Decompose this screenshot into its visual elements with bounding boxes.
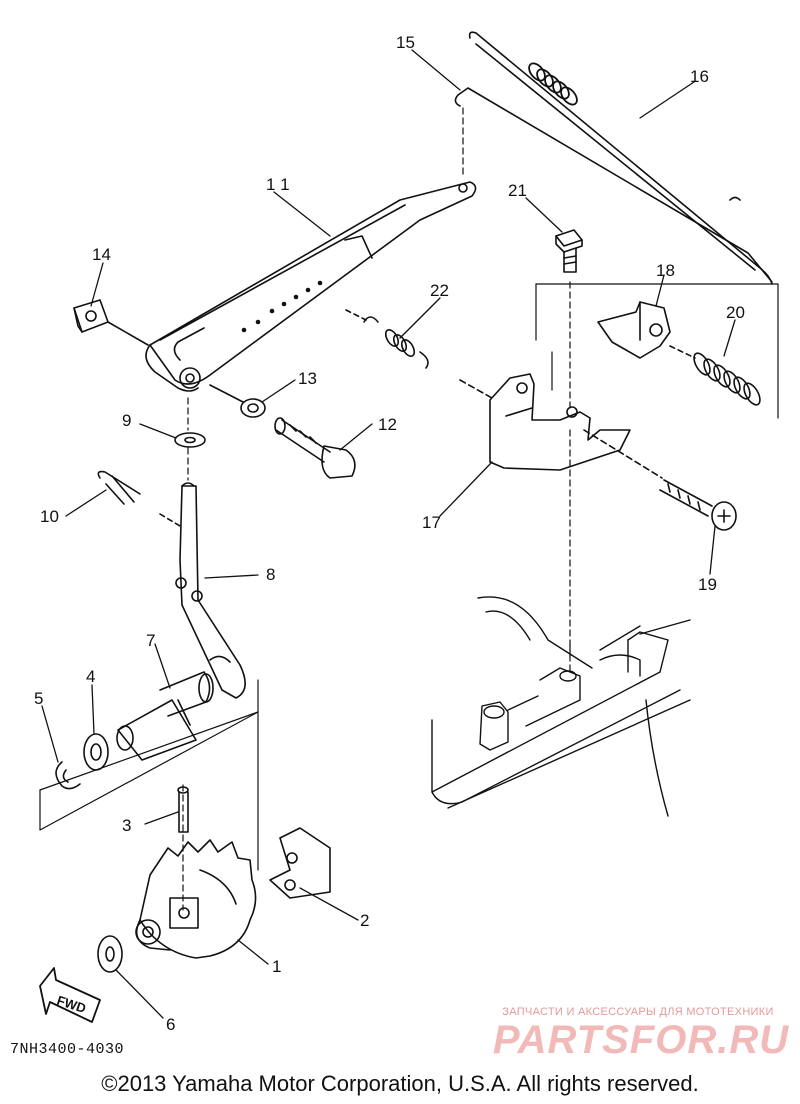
- leader-lines: [41, 49, 736, 1019]
- callout-19: 19: [698, 575, 717, 594]
- callout-9: 9: [122, 411, 132, 430]
- part-12-bolt: [274, 417, 356, 479]
- callout-14: 14: [92, 245, 111, 264]
- callout-12: 12: [378, 415, 397, 434]
- part-1-gear-cam: [135, 839, 257, 959]
- callout-8: 8: [266, 565, 276, 584]
- part-9-washer: [174, 432, 206, 448]
- part-16-rod-spring: [468, 31, 773, 285]
- part-7-shaft: [116, 671, 214, 761]
- part-20-spring: [669, 345, 761, 406]
- part-10-clip: [97, 470, 181, 527]
- callout-6: 6: [166, 1015, 176, 1034]
- callout-7: 7: [146, 631, 156, 650]
- callout-4: 4: [86, 667, 96, 686]
- part-18-bracket: [597, 301, 671, 359]
- part-15-link-rod: [454, 87, 773, 283]
- callout-16: 16: [690, 67, 709, 86]
- callout-3: 3: [122, 816, 132, 835]
- fwd-arrow-icon: [39, 967, 101, 1023]
- part-13-washer: [209, 384, 266, 418]
- callout-10: 10: [40, 507, 59, 526]
- callout-15: 15: [396, 33, 415, 52]
- part-21-bolt: [555, 229, 583, 273]
- part-19-screw: [583, 429, 737, 531]
- part-22-spring: [345, 309, 429, 369]
- callout-5: 5: [34, 689, 44, 708]
- part-4-washer: [83, 733, 109, 771]
- callout-22: 22: [430, 281, 449, 300]
- callout-20: 20: [726, 303, 745, 322]
- part-3-pin: [177, 786, 189, 833]
- callout-11: 1 1: [266, 175, 290, 194]
- part-6-washer: [97, 935, 123, 973]
- callout-2: 2: [360, 911, 370, 930]
- watermark-brand: PARTSFOR.RU: [492, 1018, 790, 1062]
- assembly-panels: [39, 283, 779, 871]
- part-2-bracket: [269, 827, 331, 899]
- diagram-part-code: 7NH3400-4030: [10, 1041, 125, 1058]
- callout-17: 17: [422, 513, 441, 532]
- engine-housing: [431, 596, 691, 817]
- callout-1: 1: [272, 957, 282, 976]
- watermark-tagline: ЗАПЧАСТИ И АКСЕССУАРЫ ДЛЯ МОТОТЕХНИКИ: [502, 1006, 774, 1018]
- part-14-nut: [73, 299, 149, 346]
- part-5-eclip: [55, 761, 81, 790]
- part-8-link: [175, 482, 246, 699]
- copyright-notice: ©2013 Yamaha Motor Corporation, U.S.A. A…: [101, 1071, 699, 1096]
- callout-13: 13: [298, 369, 317, 388]
- assembly-guides: [182, 107, 571, 911]
- part-11-lever-arm: [145, 181, 477, 392]
- callout-18: 18: [656, 261, 675, 280]
- part-17-bracket: [459, 373, 631, 471]
- callout-21: 21: [508, 181, 527, 200]
